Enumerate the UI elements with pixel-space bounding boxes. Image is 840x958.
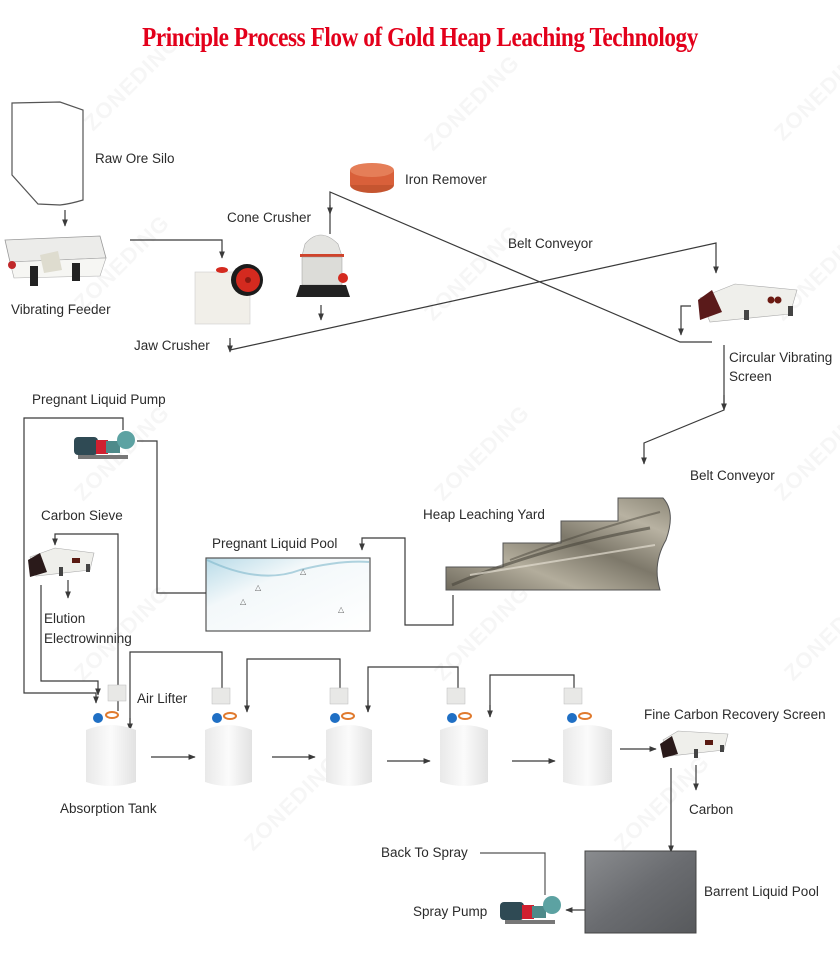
circular-vibrating-screen-icon (698, 283, 798, 323)
label-belt-conveyor-2: Belt Conveyor (690, 468, 775, 483)
belt-conveyor-line (229, 242, 719, 351)
heap-leaching-yard-icon (445, 497, 671, 591)
absorption-tank-icon-5 (563, 687, 612, 786)
flow-arrow (40, 585, 101, 696)
carbon-sieve-icon (28, 547, 95, 577)
label-raw-ore-silo: Raw Ore Silo (95, 151, 175, 166)
flow-arrow (130, 239, 225, 259)
label-pregnant-liquid-pump: Pregnant Liquid Pump (32, 392, 166, 407)
flow-arrow (678, 305, 691, 336)
svg-text:△: △ (338, 605, 345, 614)
label-electrowinning: Electrowinning (44, 631, 132, 646)
label-carbon-sieve: Carbon Sieve (41, 508, 123, 523)
label-fine-carbon-recovery-screen: Fine Carbon Recovery Screen (644, 707, 826, 722)
label-pregnant-liquid-pool: Pregnant Liquid Pool (212, 536, 338, 551)
flow-arrow (52, 533, 119, 711)
label-absorption-tank: Absorption Tank (60, 801, 157, 816)
flow-arrow (641, 345, 725, 465)
absorption-tank-icon-4 (440, 687, 488, 786)
label-barrent-liquid-pool: Barrent Liquid Pool (704, 884, 819, 899)
diagram-title: Principle Process Flow of Gold Heap Leac… (142, 22, 698, 52)
label-vibrating-feeder: Vibrating Feeder (11, 302, 111, 317)
label-spray-pump: Spray Pump (413, 904, 488, 919)
absorption-tank-icon-1 (86, 684, 136, 786)
label-jaw-crusher: Jaw Crusher (134, 338, 210, 353)
air-lifter-line (367, 666, 459, 712)
label-back-to-spray: Back To Spray (381, 845, 468, 860)
label-cone-crusher: Cone Crusher (227, 210, 312, 225)
jaw-crusher-icon (194, 264, 263, 325)
barrent-liquid-pool-icon (584, 850, 697, 934)
belt-conveyor-line (329, 191, 712, 343)
flow-arrow (359, 537, 454, 626)
spray-pump-icon (500, 896, 561, 924)
back-to-spray-line (480, 852, 546, 895)
svg-text:△: △ (240, 597, 247, 606)
vibrating-feeder-icon (4, 235, 107, 286)
flow-connector (137, 440, 206, 594)
label-elution: Elution (44, 611, 86, 626)
pregnant-liquid-pump-icon (74, 431, 135, 459)
svg-text:△: △ (255, 583, 262, 592)
label-heap-leaching-yard: Heap Leaching Yard (423, 507, 545, 522)
air-lifter-line (246, 658, 341, 710)
absorption-tank-icon-2 (205, 687, 252, 786)
cone-crusher-icon (296, 234, 350, 297)
absorption-tank-icon-3 (326, 687, 372, 786)
label-carbon: Carbon (689, 802, 734, 817)
label-belt-conveyor-1: Belt Conveyor (508, 236, 593, 251)
svg-text:△: △ (300, 567, 307, 576)
raw-ore-silo-icon (11, 101, 84, 206)
air-lifter-line (129, 651, 223, 730)
pregnant-liquid-pool-icon: △ △ △ △ (205, 557, 371, 632)
air-lifter-line (489, 674, 575, 717)
label-circular-vibrating-screen-line2: Screen (729, 369, 772, 384)
iron-remover-icon (350, 163, 394, 193)
label-circular-vibrating-screen-line1: Circular Vibrating (729, 350, 833, 365)
fine-carbon-recovery-screen-icon (660, 730, 729, 758)
label-iron-remover: Iron Remover (405, 172, 487, 187)
label-air-lifter: Air Lifter (137, 691, 188, 706)
